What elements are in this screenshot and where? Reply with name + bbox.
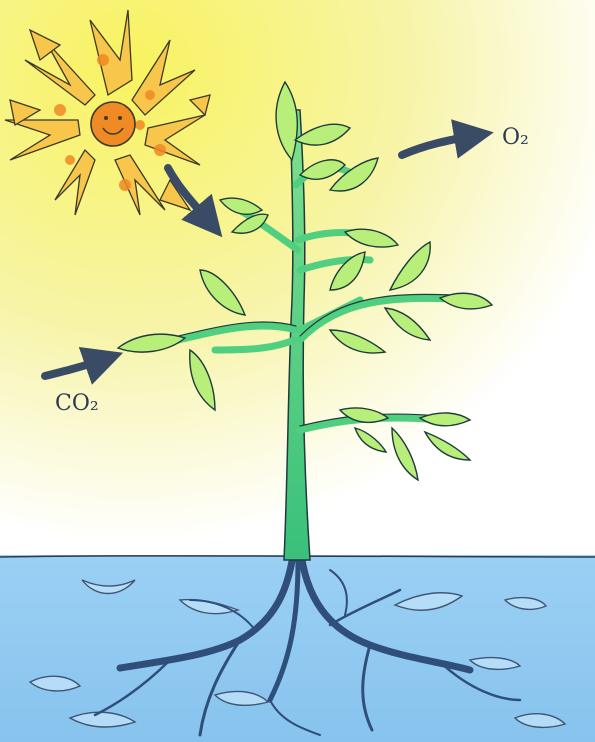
oxygen-label: O₂	[502, 125, 529, 150]
carbon-dioxide-label: CO₂	[55, 391, 99, 416]
